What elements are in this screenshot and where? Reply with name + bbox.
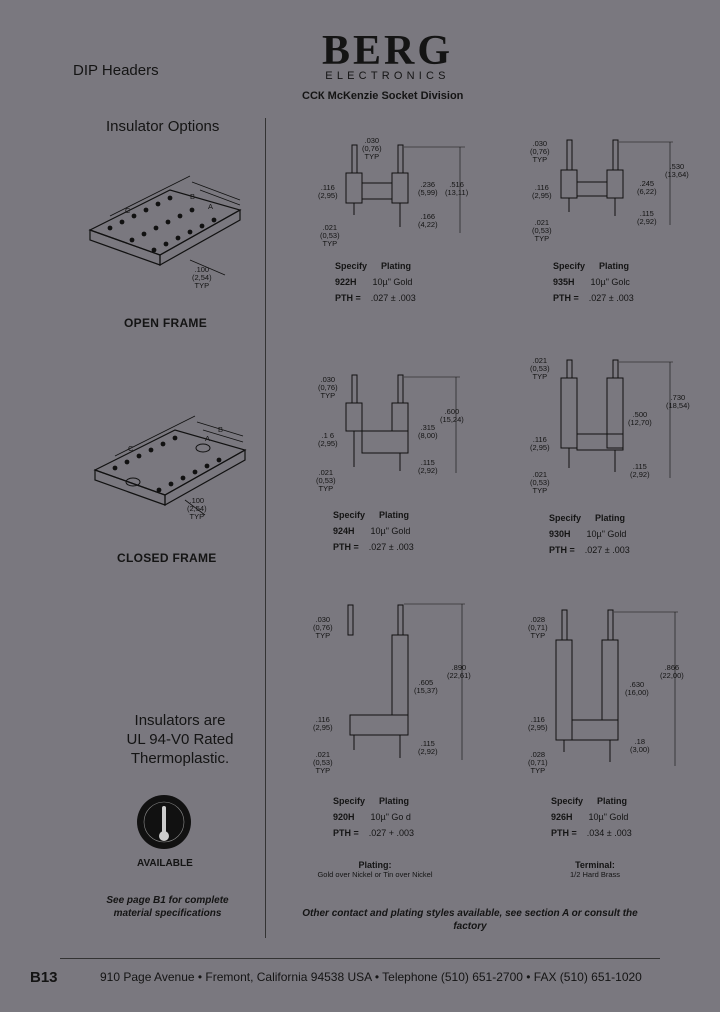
note-line-2: material specifications — [113, 908, 222, 919]
header-920h-drawing — [347, 603, 465, 760]
930h-dim-a: .116(2,95) — [530, 435, 550, 452]
pitch-mm: (2,54) — [192, 273, 212, 282]
926h-dim-c: .866(22,00) — [660, 663, 684, 680]
930h-dim-top: .021(0,53)TYP — [530, 356, 550, 381]
pitch-typ: TYP — [194, 281, 210, 290]
922h-dim-e: .021(0,53)TYP — [320, 223, 340, 248]
930h-dim-e: .021(0,53)TYP — [530, 470, 550, 495]
material-spec-note: See page B1 for complete material specif… — [95, 894, 240, 920]
terminal-note: Terminal: 1/2 Hard Brass — [545, 860, 645, 879]
926h-dim-top: .028(0,71)TYP — [528, 615, 548, 640]
922h-dim-b: .236(5,99) — [418, 180, 438, 197]
926h-dim-e: .028(0,71)TYP — [528, 750, 548, 775]
924h-dim-top: .030(0,76)TYP — [318, 375, 338, 400]
924h-dim-d: .115(2,92) — [418, 458, 438, 475]
ul-rating-text: Insulators are UL 94-V0 Rated Thermoplas… — [100, 711, 260, 768]
922h-dim-d: .166(4,22) — [418, 212, 438, 229]
open-frame-label: OPEN FRAME — [124, 316, 208, 330]
division-prefix: ССК — [302, 90, 325, 102]
open-frame-dim-b: B — [190, 192, 196, 201]
brand-name: BERG — [321, 28, 454, 74]
footer-address: 910 Page Avenue • Fremont, California 94… — [100, 970, 642, 984]
closed-frame-dim-a: A — [205, 434, 211, 443]
ul-line-2: UL 94-V0 Rated — [126, 731, 234, 748]
division-line: ССК McKenzie Socket Division — [302, 90, 463, 102]
open-frame-pitch: .100 (2,54) TYP — [192, 266, 212, 290]
ul-line-3: Thermoplastic. — [130, 750, 230, 767]
924h-dim-e: .021(0,53)TYP — [316, 468, 336, 493]
header-930h-drawing — [560, 359, 673, 478]
920h-dim-b: .605(15,37) — [414, 678, 438, 695]
935h-dim-b: .245(6,22) — [637, 179, 657, 196]
plating-note-body: Gold over Nickel or Tin over Nickel — [317, 870, 433, 879]
division-name: McKenzie Socket Division — [327, 90, 464, 102]
closed-frame-label: CLOSED FRAME — [117, 551, 217, 565]
922h-dim-top: .030(0,76)TYP — [362, 136, 382, 161]
brand-subtitle: ELECTRONICS — [325, 70, 450, 82]
insulator-options-heading: Insulator Options — [106, 118, 220, 135]
open-frame-dim-a: A — [208, 202, 214, 211]
plating-note: Plating: Gold over Nickel or Tin over Ni… — [300, 860, 450, 879]
closed-frame-drawing — [93, 415, 247, 516]
footer-rule — [60, 958, 660, 959]
922h-dim-c: .516(13,11) — [445, 180, 469, 197]
920h-dim-e: .021(0,53)TYP — [313, 750, 333, 775]
closed-frame-dim-b: B — [218, 425, 224, 434]
header-924h-drawing — [345, 374, 460, 473]
pitch-mm: (2,54) — [187, 504, 207, 513]
pitch-inch: .100 — [189, 496, 205, 505]
terminal-note-body: 1/2 Hard Brass — [569, 870, 621, 879]
926h-dim-b: .630(16,00) — [625, 680, 649, 697]
closed-frame-dim-c: C — [128, 444, 134, 453]
935h-dim-a: .116(2,95) — [532, 183, 552, 200]
935h-dim-e: .021(0,53)TYP — [532, 218, 552, 243]
plating-note-title: Plating: — [358, 860, 392, 870]
926h-dim-d: .18(3,00) — [630, 737, 650, 754]
924h-dim-a: .1 6(2,95) — [318, 431, 338, 448]
closed-frame-pitch: .100 (2,54) TYP — [187, 497, 207, 521]
924h-dim-b: .315(8,00) — [418, 423, 438, 440]
open-frame-dim-c: C — [125, 206, 131, 215]
926h-dim-a: .116(2,95) — [528, 715, 548, 732]
922h-dim-a: .116(2,95) — [318, 183, 338, 200]
pitch-inch: .100 — [194, 265, 210, 274]
pitch-typ: TYP — [189, 512, 205, 521]
terminal-note-title: Terminal: — [575, 860, 615, 870]
930h-dim-c: .730(18,54) — [666, 393, 690, 410]
high-temp-badge-icon — [137, 795, 191, 849]
ul-line-1: Insulators are — [134, 712, 226, 729]
other-styles-note: Other contact and plating styles availab… — [302, 908, 638, 932]
note-line-1: See page B1 for complete — [106, 895, 229, 906]
badge-available-label: AVAILABLE — [137, 858, 193, 869]
924h-dim-c: .600(15,24) — [440, 407, 464, 424]
935h-dim-top: .030(0,76)TYP — [530, 139, 550, 164]
930h-dim-d: .115(2,92) — [630, 462, 650, 479]
page-number: B13 — [30, 969, 58, 986]
brand-logo: BERG ELECTRONICS — [300, 30, 475, 82]
column-divider — [265, 118, 266, 938]
header-922h-drawing — [345, 144, 465, 233]
doc-title: DIP Headers — [73, 62, 159, 79]
header-926h-drawing — [555, 609, 678, 766]
935h-dim-c: .530(13,64) — [665, 162, 689, 179]
920h-dim-top: .030(0,76)TYP — [313, 615, 333, 640]
open-frame-drawing — [88, 175, 242, 276]
920h-dim-d: .115(2,92) — [418, 739, 438, 756]
935h-dim-d: .115(2,92) — [637, 209, 657, 226]
header-935h-drawing — [560, 139, 673, 225]
920h-dim-c: .890(22,61) — [447, 663, 471, 680]
920h-dim-a: .116(2,95) — [313, 715, 333, 732]
930h-dim-b: .500(12,70) — [628, 410, 652, 427]
